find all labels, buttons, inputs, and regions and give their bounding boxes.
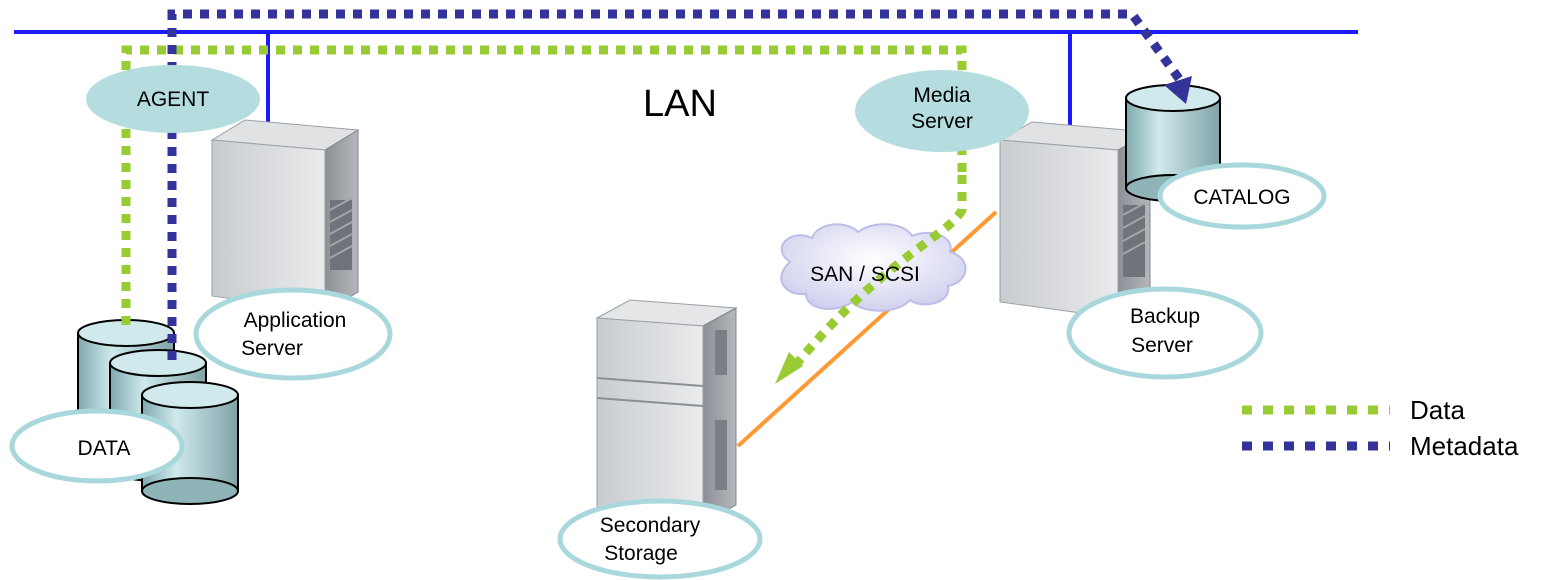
media-server-label: Media Server: [855, 70, 1029, 152]
application-server-label: Application Server: [193, 287, 393, 381]
application-server-icon: [210, 119, 360, 313]
legend-data-label: Data: [1410, 395, 1465, 425]
san-link: [736, 210, 998, 448]
application-server-text-line2: Server: [241, 337, 303, 360]
backup-server-text-line2: Server: [1131, 334, 1193, 357]
secondary-storage-icon: [595, 299, 738, 524]
secondary-storage-text-line2: Storage: [604, 542, 678, 565]
legend: Data Metadata: [1242, 395, 1519, 461]
backup-server-label: Backup Server: [1066, 286, 1264, 380]
backup-server-text-line1: Backup: [1130, 305, 1200, 328]
secondary-storage-text-line1: Secondary: [600, 514, 701, 537]
metadata-flow-arrowhead: [1164, 76, 1192, 104]
agent-text: AGENT: [137, 88, 210, 111]
catalog-text: CATALOG: [1193, 186, 1290, 209]
secondary-storage-label: Secondary Storage: [557, 498, 763, 580]
catalog-database-icon: [1125, 84, 1221, 202]
catalog-label: CATALOG: [1157, 162, 1327, 230]
application-server-text-line1: Application: [244, 309, 347, 332]
data-text: DATA: [78, 437, 131, 460]
agent-label: AGENT: [86, 65, 260, 133]
media-server-text-line1: Media: [913, 84, 971, 107]
data-label: DATA: [9, 408, 185, 484]
metadata-flow-path: [167, 9, 1184, 360]
legend-metadata-label: Metadata: [1410, 431, 1519, 461]
san-text: SAN / SCSI: [810, 263, 920, 286]
data-flow-arrowhead: [775, 352, 803, 384]
lan-label: LAN: [643, 83, 717, 125]
media-server-text-line2: Server: [911, 110, 973, 133]
